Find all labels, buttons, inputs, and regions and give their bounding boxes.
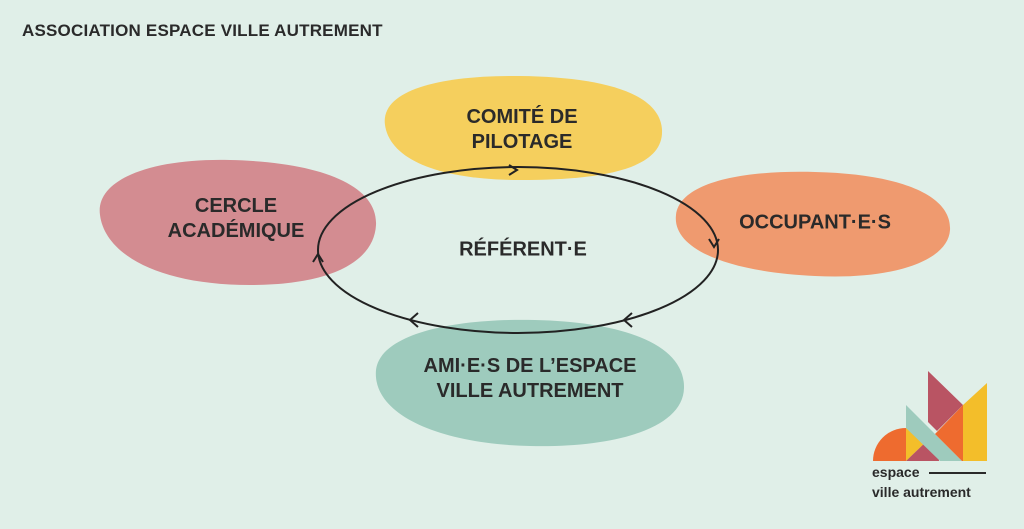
blob-amis (375, 319, 685, 447)
logo-text-line1: espace (872, 464, 920, 480)
node-label: OCCUPANT·E·S (739, 211, 891, 234)
node-amis: AMI·E·S DE L’ESPACE VILLE AUTREMENT (424, 354, 637, 404)
node-label: PILOTAGE (471, 131, 573, 153)
node-label: CERCLE (194, 195, 278, 217)
node-comite-pilotage: COMITÉ DE PILOTAGE (466, 105, 577, 155)
blob-occupants (675, 171, 951, 277)
node-occupants: OCCUPANT·E·S (739, 211, 891, 236)
node-label: ACADÉMIQUE (167, 220, 305, 242)
logo-text-line2: ville autrement (872, 484, 971, 500)
blob-cercle (99, 159, 377, 285)
arrow-icon (312, 164, 720, 328)
node-label: VILLE AUTREMENT (436, 380, 624, 402)
logo-graphic (873, 371, 987, 474)
center-referent: RÉFÉRENT·E (459, 238, 587, 261)
page-title: ASSOCIATION ESPACE VILLE AUTREMENT (22, 21, 383, 40)
node-label: AMI·E·S DE L’ESPACE (423, 355, 637, 377)
cycle-loop (317, 166, 719, 334)
blob-comite (384, 75, 663, 180)
node-label: COMITÉ DE (466, 106, 578, 128)
node-cercle-academique: CERCLE ACADÉMIQUE (168, 194, 305, 244)
